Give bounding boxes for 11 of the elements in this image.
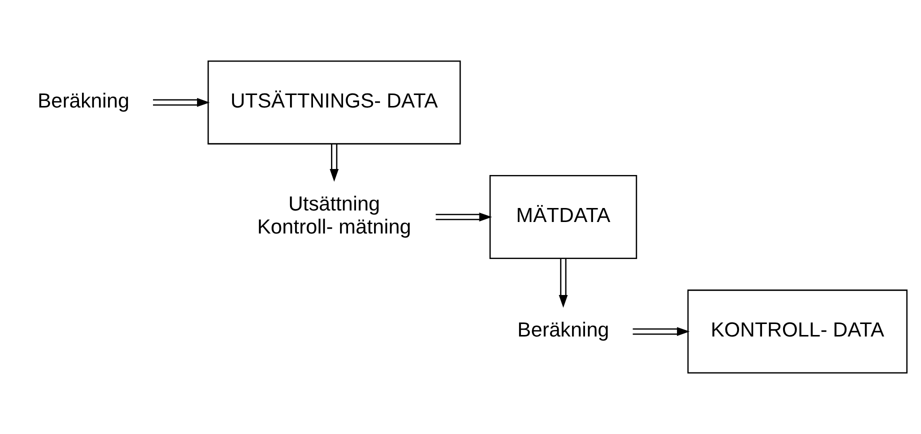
node-box: UTSÄTTNINGS- DATA bbox=[208, 60, 461, 144]
arrow bbox=[153, 98, 210, 107]
arrow bbox=[436, 212, 492, 222]
arrow bbox=[632, 327, 690, 336]
arrow bbox=[330, 144, 339, 182]
arrow bbox=[558, 258, 568, 308]
node-box: MÄTDATA bbox=[489, 175, 638, 259]
node-box: KONTROLL- DATA bbox=[687, 290, 908, 374]
node-text: Beräkning bbox=[38, 90, 130, 112]
node-text: Beräkning bbox=[517, 319, 610, 342]
node-text: Utsättning Kontroll- mätning bbox=[257, 193, 412, 238]
